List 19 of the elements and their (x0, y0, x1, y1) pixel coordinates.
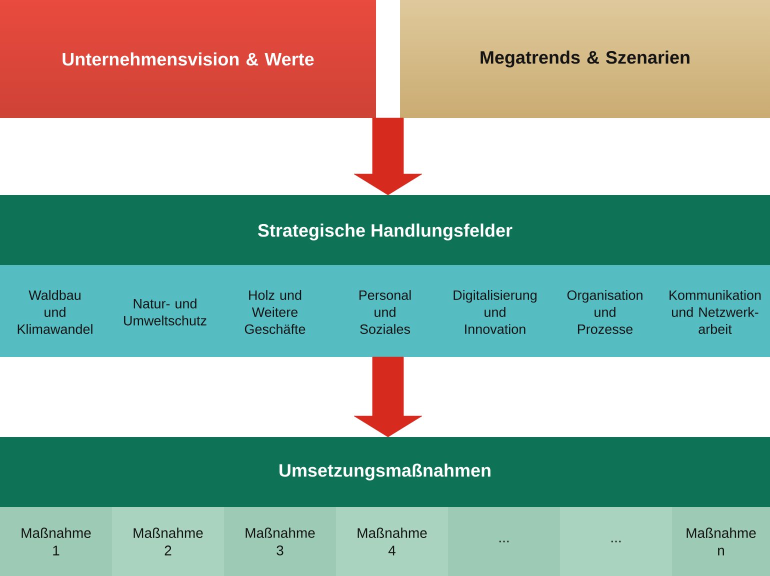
measure-cell: Maßnahme 2 (112, 507, 224, 576)
topic-label: Digitalisierung und Innovation (454, 290, 536, 334)
title-box: Unternehmensvision & Werte (0, 0, 376, 118)
topic-label: Personal und Soziales (359, 290, 411, 334)
topic-label: Holz und Weitere Geschäfte (244, 290, 306, 334)
measure-cell: ... (560, 507, 672, 576)
block-arrow (354, 118, 422, 196)
measure-cell: Maßnahme 1 (0, 507, 112, 576)
topic-label: Kommunikation und Netzwerk- arbeit (670, 290, 761, 334)
block-arrow (354, 356, 422, 438)
title-band: Umsetzungsmaßnahmen (0, 437, 770, 507)
topic-label: Organisation und Prozesse (567, 290, 642, 334)
measure-cell: Maßnahme 4 (336, 507, 448, 576)
topic-label: Natur- und Umweltschutz (124, 298, 206, 326)
measure-cell: ... (448, 507, 560, 576)
measure-cell: Maßnahme 3 (224, 507, 336, 576)
topic-label: Waldbau und Klimawandel (18, 290, 92, 334)
title-box: Megatrends & Szenarien (400, 0, 770, 118)
measure-cell: Maßnahme n (672, 507, 770, 576)
